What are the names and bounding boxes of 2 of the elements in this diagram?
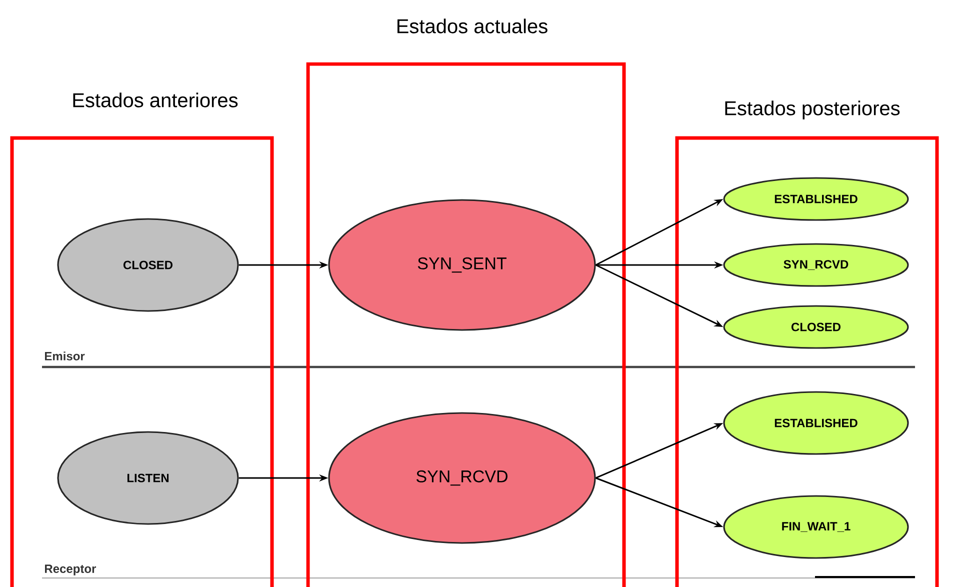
lane-label: Receptor — [45, 564, 96, 576]
lane-label: Emisor — [45, 352, 85, 360]
